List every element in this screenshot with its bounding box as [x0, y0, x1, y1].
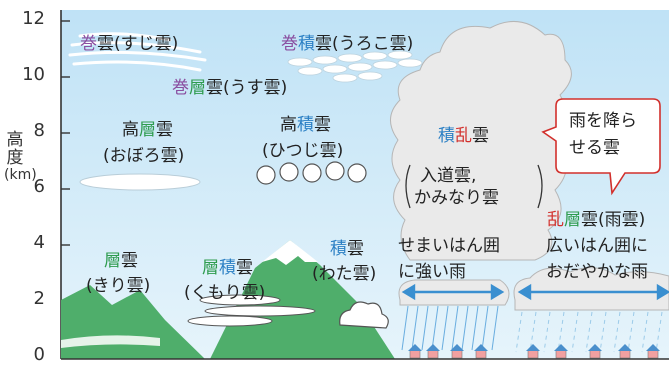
- label-cumulus-k2: 雲: [347, 239, 364, 259]
- tick-label-8: 8: [33, 120, 45, 141]
- mountain-center: [210, 240, 395, 359]
- label-cirrus-kanji: 巻: [80, 34, 97, 54]
- label-cirrus-rest: 雲(すじ雲): [97, 34, 179, 54]
- label-cumulonimbus-k3: 雲: [472, 126, 489, 146]
- alt-bracket-left: [405, 164, 411, 209]
- label-nimbostratus: 乱層雲(雨雲): [547, 212, 645, 229]
- cirrus-cloud: [68, 32, 207, 72]
- tick-label-4: 4: [33, 232, 45, 253]
- label-stratus-k1: 層: [104, 251, 121, 271]
- label-altostratus-k2: 層: [139, 120, 156, 140]
- label-cumulonimbus-alt2: かみなり雲: [414, 188, 499, 208]
- label-altostratus-k1: 高: [122, 120, 139, 140]
- label-altostratus-k3: 雲: [156, 120, 173, 140]
- tick-label-2: 2: [33, 288, 45, 309]
- rain-heavy: [401, 305, 499, 351]
- tick-label-0: 0: [33, 344, 45, 365]
- rain-note-ns-2: おだやかな雨: [546, 262, 648, 282]
- label-cirrostratus-rest: 雲(うす雲): [206, 78, 288, 98]
- label-cumulus-k1: 積: [330, 239, 347, 259]
- cirrocumulus-cloud: [287, 50, 423, 83]
- label-cumulonimbus-k1: 積: [438, 126, 455, 146]
- label-nimbostratus-k1: 乱: [547, 210, 564, 230]
- label-cirrostratus-k1: 巻: [172, 78, 189, 98]
- callout-line-1: 雨を降ら: [569, 111, 637, 131]
- label-altocumulus-k3: 雲: [314, 115, 331, 135]
- callout-line-2: せる雲: [569, 138, 620, 158]
- label-cirrocumulus-k2: 積: [298, 34, 315, 54]
- stratocumulus-cloud: [187, 294, 316, 327]
- label-cirrostratus-k2: 層: [189, 78, 206, 98]
- nimbostratus-cloud: [513, 267, 669, 311]
- label-stratocumulus-alt: (くもり雲): [184, 283, 266, 303]
- label-altocumulus-k2: 積: [297, 115, 314, 135]
- mountain-snow: [262, 240, 318, 265]
- label-stratocumulus: 層積雲: [202, 260, 253, 277]
- label-stratocumulus-k2: 積: [219, 258, 236, 278]
- rain-gentle: [515, 311, 663, 353]
- label-altocumulus-k1: 高: [280, 115, 297, 135]
- label-cirrocumulus-rest: 雲(うろこ雲): [315, 34, 414, 54]
- houses: [408, 344, 660, 359]
- label-cumulonimbus-k2: 乱: [455, 126, 472, 146]
- label-cumulonimbus-alt1: 入道雲,: [420, 166, 477, 186]
- label-altostratus: 高層雲: [122, 122, 173, 139]
- alt-bracket-right: [537, 164, 543, 209]
- tick-label-10: 10: [22, 64, 45, 85]
- label-cirrostratus: 巻層雲(うす雲): [172, 80, 287, 97]
- stratus-fog: [61, 335, 160, 348]
- label-stratocumulus-k1: 層: [202, 258, 219, 278]
- label-cirrocumulus: 巻積雲(うろこ雲): [281, 36, 413, 53]
- label-stratocumulus-k3: 雲: [236, 258, 253, 278]
- label-cumulus: 積雲: [330, 241, 364, 258]
- altocumulus-cloud: [256, 161, 367, 185]
- altostratus-cloud: [79, 173, 201, 191]
- y-axis-label-unit: (km): [4, 166, 37, 183]
- callout-bubble: [541, 98, 661, 196]
- rain-note-cb-1: せまいはん囲: [398, 236, 500, 256]
- label-cirrocumulus-k1: 巻: [281, 34, 298, 54]
- label-cumulonimbus: 積乱雲: [438, 128, 489, 145]
- y-axis-label-char-1: 高: [6, 130, 24, 150]
- rain-note-ns-1: 広いはん囲に: [546, 236, 648, 256]
- label-stratus-k2: 雲: [121, 251, 138, 271]
- label-altocumulus-alt: (ひつじ雲): [262, 141, 344, 161]
- y-axis-label-char-2: 度: [6, 147, 24, 168]
- rain-note-cb-2: に強い雨: [398, 262, 466, 282]
- label-altostratus-alt: (おぼろ雲): [103, 146, 185, 166]
- y-axis-label: 高 度 (km): [4, 130, 37, 183]
- label-stratus-alt: (きり雲): [86, 276, 151, 296]
- label-stratus: 層雲: [104, 253, 138, 270]
- cumulus-cloud: [339, 301, 389, 329]
- tick-label-12: 12: [22, 8, 45, 29]
- label-cirrus: 巻雲(すじ雲): [80, 36, 178, 53]
- range-arrows: [401, 283, 669, 301]
- cumulonimbus-cloud: [390, 20, 572, 261]
- label-nimbostratus-k2: 層: [564, 210, 581, 230]
- label-cumulus-alt: (わた雲): [312, 264, 377, 284]
- tick-label-6: 6: [33, 176, 45, 197]
- label-nimbostratus-rest: 雲(雨雲): [581, 210, 646, 230]
- label-altocumulus: 高積雲: [280, 117, 331, 134]
